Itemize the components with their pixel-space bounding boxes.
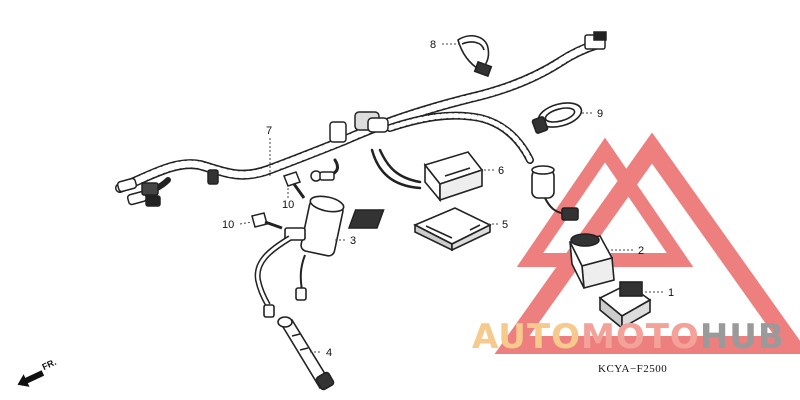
callout-1: 1	[668, 287, 674, 299]
watermark-brand-part-2: MOTO	[581, 317, 700, 357]
callout-10-upper: 10	[282, 199, 294, 211]
band-part-8	[457, 35, 493, 78]
watermark-brand: AUTOMOTOHUB	[472, 317, 785, 357]
harness-mid-connectors	[207, 111, 389, 185]
callout-9: 9	[597, 108, 603, 120]
leader-lines	[239, 43, 665, 353]
watermark-brand-text: AUTOMOTOHUB	[472, 317, 785, 357]
bolt-part-10-upper	[283, 171, 306, 199]
watermark-brand-part-3: HUB	[700, 317, 785, 357]
harness-end-connector	[584, 31, 607, 50]
callout-6: 6	[498, 165, 504, 177]
callout-4: 4	[326, 347, 332, 359]
ignition-coil-part-3	[254, 195, 345, 318]
front-direction-label: FR.	[40, 357, 57, 372]
callout-numbers: 8 9 7 6 5 3 2 1 4 10 10	[222, 39, 674, 359]
bolt-part-10-lower	[251, 212, 283, 230]
watermark-brand-part-1: AUTO	[472, 317, 581, 357]
front-direction-indicator: FR.	[17, 357, 58, 387]
plug-cap-connector	[531, 165, 579, 221]
callout-2: 2	[638, 245, 644, 257]
left-connectors	[116, 177, 161, 207]
regulator-part-5	[347, 207, 492, 252]
diagram-code: KCYA−F2500	[598, 363, 667, 375]
cdi-unit-part-6	[423, 151, 484, 203]
callout-7: 7	[266, 125, 272, 137]
band-part-9	[531, 102, 583, 134]
bracket-part-1	[598, 281, 652, 330]
relay-part-2	[568, 233, 615, 290]
callout-3: 3	[350, 235, 356, 247]
callout-10-lower: 10	[222, 219, 234, 231]
callout-8: 8	[430, 39, 436, 51]
front-arrow-icon	[17, 370, 45, 387]
callout-5: 5	[502, 219, 508, 231]
plug-cap-part-4	[277, 316, 335, 391]
